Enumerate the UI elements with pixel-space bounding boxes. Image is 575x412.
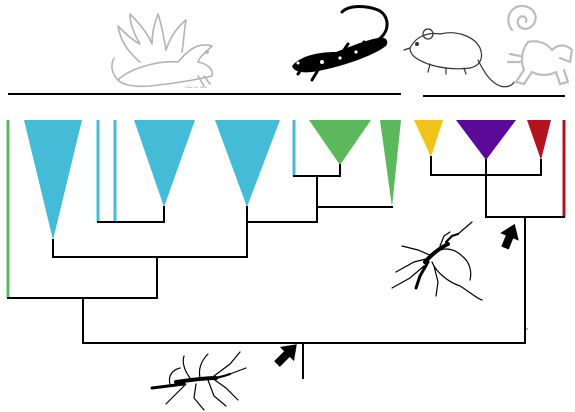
clade-triangle-yellow-1 xyxy=(414,120,443,157)
clade-triangle-green-2 xyxy=(380,120,401,207)
tree-branches xyxy=(8,157,564,378)
clade-triangle-cyan-3 xyxy=(215,120,280,207)
clade-triangle-green-1 xyxy=(309,120,371,165)
dove-icon xyxy=(112,14,212,86)
monkey-icon xyxy=(508,6,572,84)
clade-triangle-cyan-2 xyxy=(134,120,195,207)
speck xyxy=(526,328,528,330)
dove-signature: ~~ ·· ~~ xyxy=(185,84,207,92)
anopheles-mosquito-icon xyxy=(392,222,482,300)
culicine-mosquito-icon xyxy=(152,352,246,410)
clade-triangle-cyan-1 xyxy=(24,120,82,240)
clade-triangle-red-1 xyxy=(527,120,551,160)
arrow-mammal-icon xyxy=(496,220,524,252)
clade-triangle-purple-1 xyxy=(456,120,516,160)
rodent-icon xyxy=(404,29,514,87)
lizard-icon xyxy=(292,7,387,81)
